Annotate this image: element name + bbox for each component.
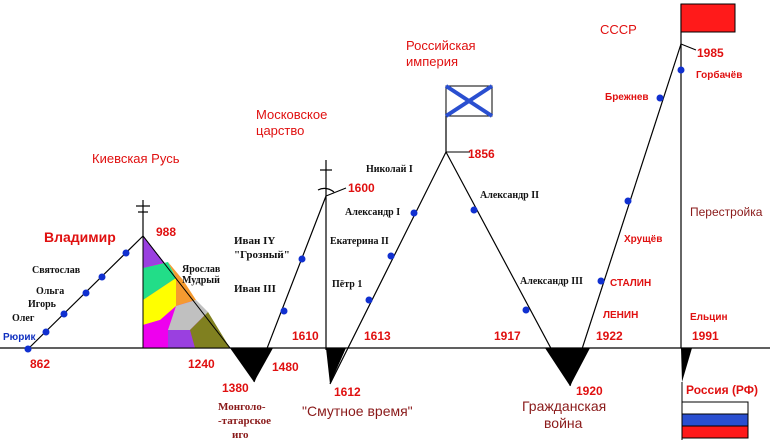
- y1985-pointer: [680, 43, 697, 51]
- ruler-yeltsin: Ельцин: [690, 312, 728, 323]
- year-988: 988: [156, 225, 176, 239]
- ruler-nicholas1: Николай I: [366, 164, 413, 175]
- ruler-ekaterina: Екатерина II: [330, 236, 389, 247]
- ruler-oleg: Олег: [12, 313, 35, 324]
- dot-brezhnev: [656, 94, 664, 102]
- period-moscow-1: Московское: [256, 107, 327, 122]
- dot-svyatoslav: [98, 273, 106, 281]
- year-862: 862: [30, 357, 50, 371]
- period-mongol-2: -татарское: [218, 415, 271, 427]
- dot-ivan3: [280, 307, 288, 315]
- ruler-ivan4-1: Иван IY: [234, 235, 275, 247]
- period-russia: Россия (РФ): [686, 383, 758, 397]
- dot-ivan4: [298, 255, 306, 263]
- year-1922: 1922: [596, 329, 623, 343]
- russia-flag: [681, 401, 749, 439]
- year-1480: 1480: [272, 360, 299, 374]
- period-civil-1: Гражданская: [522, 398, 606, 414]
- ruler-alexander3: Александр III: [520, 276, 583, 287]
- period-kiev: Киевская Русь: [92, 151, 180, 166]
- ruler-dots: [24, 66, 685, 353]
- ruler-yaroslav-2: Мудрый: [182, 275, 220, 286]
- period-empire-1: Российская: [406, 38, 476, 53]
- dot-alexander2: [470, 206, 478, 214]
- year-1380: 1380: [222, 381, 249, 395]
- ruler-vladimir: Владимир: [44, 229, 116, 245]
- period-ussr: СССР: [600, 22, 637, 37]
- dot-peter: [365, 296, 373, 304]
- ruler-rurik: Рюрик: [3, 332, 36, 343]
- y1600-pointer: [325, 187, 347, 197]
- dot-alexander1: [410, 209, 418, 217]
- year-1613: 1613: [364, 329, 391, 343]
- ruler-gorbachev: Горбачёв: [696, 69, 742, 81]
- ruler-alexander2: Александр II: [480, 190, 539, 201]
- moscow-rise-line: [253, 195, 327, 383]
- ruler-igor: Игорь: [28, 299, 57, 310]
- year-1612: 1612: [334, 385, 361, 399]
- troubles-triangle: [326, 348, 346, 384]
- ruler-lenin: ЛЕНИН: [603, 310, 638, 321]
- ruler-peter: Пётр 1: [332, 279, 362, 290]
- dot-khrushchev: [624, 197, 632, 205]
- ruler-stalin: СТАЛИН: [610, 278, 651, 289]
- year-1600: 1600: [348, 181, 375, 195]
- mongol-yoke-triangle: [230, 348, 273, 382]
- year-1985: 1985: [697, 46, 724, 60]
- civil-war-triangle: [545, 348, 590, 386]
- year-1610: 1610: [292, 329, 319, 343]
- russia-triangle: [681, 348, 692, 382]
- ussr-rise-line: [569, 43, 682, 387]
- dot-rurik: [24, 345, 32, 353]
- ruler-olga: Ольга: [36, 286, 64, 297]
- year-1856: 1856: [468, 147, 495, 161]
- dot-gorbachev: [677, 66, 685, 74]
- dot-stalin: [597, 277, 605, 285]
- st-andrew-flag: [444, 84, 494, 118]
- ruler-ivan3: Иван III: [234, 283, 276, 295]
- period-mongol-1: Монголо-: [218, 401, 266, 413]
- year-1991: 1991: [692, 329, 719, 343]
- ruler-brezhnev: Брежнев: [605, 92, 649, 103]
- period-civil-2: война: [544, 415, 583, 431]
- year-1917: 1917: [494, 329, 521, 343]
- kiev-triangle: [136, 200, 232, 349]
- dot-vladimir: [122, 249, 130, 257]
- dot-olga: [82, 289, 90, 297]
- ruler-alexander1: Александр I: [345, 207, 400, 218]
- year-1240: 1240: [188, 357, 215, 371]
- ussr-flag: [680, 3, 736, 33]
- ruler-ivan4-2: "Грозный": [234, 249, 290, 261]
- period-empire-2: империя: [406, 54, 458, 69]
- dot-ekaterina: [387, 252, 395, 260]
- period-moscow-2: царство: [256, 123, 304, 138]
- period-troubles: "Смутное время": [302, 403, 413, 419]
- moscow-crescent: [317, 187, 335, 193]
- year-1920: 1920: [576, 384, 603, 398]
- dot-oleg: [42, 328, 50, 336]
- period-perestroika: Перестройка: [690, 205, 763, 219]
- period-mongol-3: иго: [232, 429, 249, 441]
- ruler-khrushchev: Хрущёв: [624, 234, 662, 245]
- ruler-svyatoslav: Святослав: [32, 265, 81, 276]
- dot-alexander3: [522, 306, 530, 314]
- dot-igor: [60, 310, 68, 318]
- ruler-yaroslav-1: Ярослав: [182, 264, 221, 275]
